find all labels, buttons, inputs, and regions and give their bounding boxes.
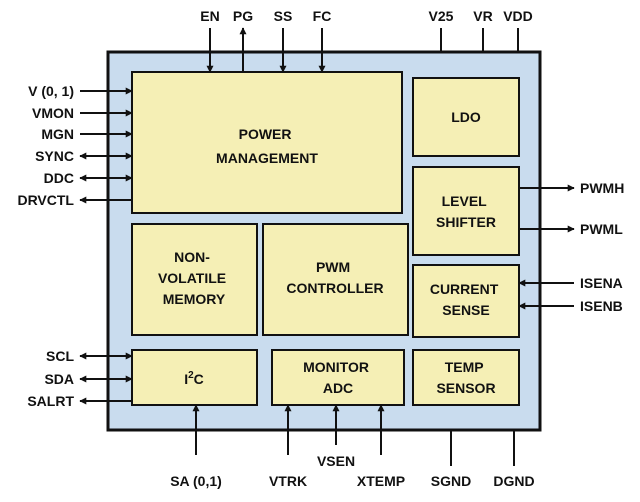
level-shifter-block [412, 166, 520, 256]
nv-memory-label: NON- VOLATILE MEMORY [158, 249, 230, 307]
pin-vsen-label: VSEN [317, 453, 355, 469]
pin-pwmh-label: PWMH [580, 180, 624, 196]
level-shifter-label: LEVEL SHIFTER [436, 193, 496, 230]
pin-mgn-label: MGN [41, 126, 74, 142]
pin-sa-label: SA (0,1) [170, 473, 222, 489]
current-sense-label: CURRENT SENSE [430, 281, 502, 318]
pin-sgnd-label: SGND [431, 473, 471, 489]
pin-dgnd-label: DGND [493, 473, 534, 489]
pin-vmon-label: VMON [32, 105, 74, 121]
temp-sensor-label: TEMP SENSOR [436, 359, 495, 396]
pin-ss-label: SS [274, 8, 293, 24]
pin-xtemp-label: XTEMP [357, 473, 405, 489]
pin-isena-label: ISENA [580, 275, 623, 291]
pin-vtrk-label: VTRK [269, 473, 307, 489]
ldo-label: LDO [451, 109, 481, 125]
nv-memory-block [131, 223, 258, 336]
pin-ddc-label: DDC [44, 170, 74, 186]
monitor-adc-block [271, 349, 405, 406]
power-management-block [131, 71, 403, 214]
pin-pwml-label: PWML [580, 221, 623, 237]
temp-sensor-block [412, 349, 520, 406]
monitor-adc-label: MONITOR ADC [303, 359, 373, 396]
current-sense-block [412, 264, 520, 338]
pin-scl-label: SCL [46, 348, 74, 364]
pin-drvctl-label: DRVCTL [17, 192, 74, 208]
pin-isenb-label: ISENB [580, 298, 623, 314]
pin-salrt-label: SALRT [27, 393, 74, 409]
pwm-controller-block [262, 223, 409, 336]
pin-pg-label: PG [233, 8, 253, 24]
pin-vdd-label: VDD [503, 8, 533, 24]
pin-en-label: EN [200, 8, 219, 24]
pin-v01-label: V (0, 1) [28, 83, 74, 99]
pin-sda-label: SDA [44, 371, 74, 387]
i2c-label: I2C [184, 370, 204, 387]
ldo-block [412, 77, 520, 157]
pin-vr-label: VR [473, 8, 492, 24]
pin-v25-label: V25 [429, 8, 454, 24]
pin-sync-label: SYNC [35, 148, 74, 164]
pin-fc-label: FC [313, 8, 332, 24]
power-management-label: POWER MANAGEMENT [216, 126, 318, 166]
pwm-controller-label: PWM CONTROLLER [286, 259, 383, 296]
